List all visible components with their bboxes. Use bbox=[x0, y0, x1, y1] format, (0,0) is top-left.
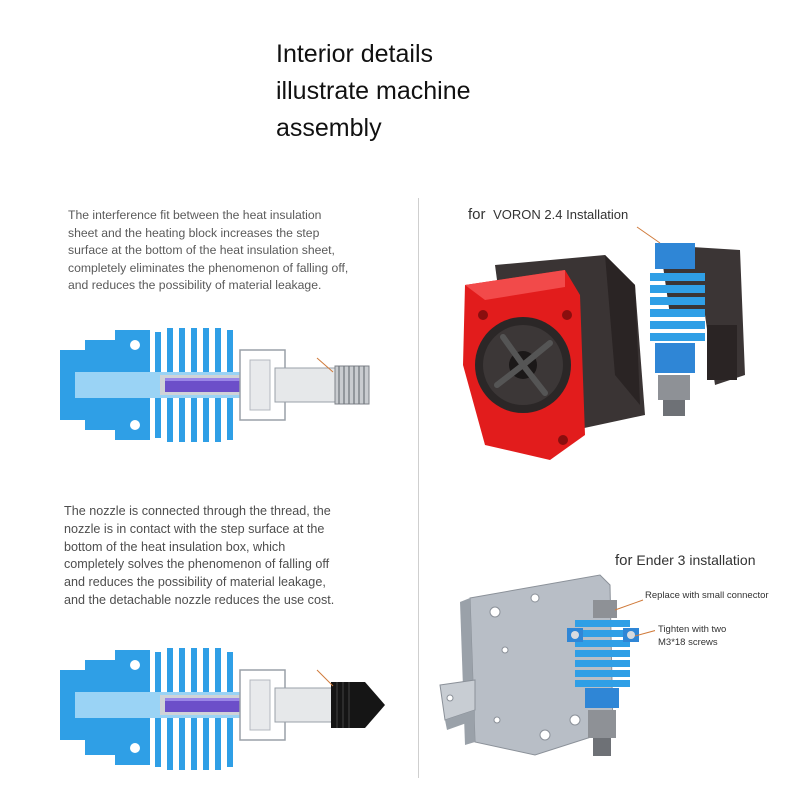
voron-assembly-illustration bbox=[463, 226, 745, 460]
heading-line: illustrate machine bbox=[276, 77, 471, 105]
insulation-description: The interference fit between the heat in… bbox=[68, 207, 348, 295]
description-line: nozzle is in contact with the step surfa… bbox=[64, 521, 325, 536]
screws-note-line: M3*18 screws bbox=[658, 637, 718, 648]
column-divider bbox=[418, 198, 419, 778]
description-line: sheet and the heating block increases th… bbox=[68, 225, 320, 240]
voron-title: VORON 2.4 Installation bbox=[493, 207, 629, 222]
voron-prefix: for bbox=[468, 206, 486, 223]
ender-title: Ender 3 installation bbox=[636, 552, 756, 568]
description-line: completely solves the phenomenon of fall… bbox=[64, 557, 330, 572]
page-heading: Interior details illustrate machine asse… bbox=[276, 36, 576, 147]
description-line: surface at the bottom of the heat insula… bbox=[68, 243, 335, 257]
description-line: The nozzle is connected through the thre… bbox=[64, 504, 331, 518]
ender-install-label: for Ender 3 installation bbox=[615, 552, 755, 569]
ender-assembly-illustration bbox=[439, 574, 655, 756]
ender-prefix: for bbox=[615, 552, 633, 569]
heading-line: Interior details bbox=[276, 40, 434, 68]
description-line: and the detachable nozzle reduces the us… bbox=[64, 592, 335, 607]
heatbreak-cutaway-illustration bbox=[60, 328, 370, 442]
description-line: and reduces the possibility of material … bbox=[64, 575, 326, 590]
description-line: bottom of the heat insulation box, which bbox=[64, 539, 286, 554]
description-line: The interference fit between the heat in… bbox=[68, 208, 322, 222]
nozzle-cutaway-illustration bbox=[60, 648, 385, 770]
heading-line: assembly bbox=[276, 114, 382, 142]
nozzle-description: The nozzle is connected through the thre… bbox=[64, 503, 334, 610]
description-line: and reduces the possibility of material … bbox=[68, 278, 322, 292]
connector-note: Replace with small connector bbox=[645, 590, 769, 601]
screws-note-line: Tighten with two bbox=[658, 624, 727, 635]
voron-install-label: for VORON 2.4 Installation bbox=[468, 206, 628, 223]
description-line: completely eliminates the phenomenon of … bbox=[68, 260, 349, 275]
screws-note: Tighten with two M3*18 screws bbox=[658, 623, 726, 649]
